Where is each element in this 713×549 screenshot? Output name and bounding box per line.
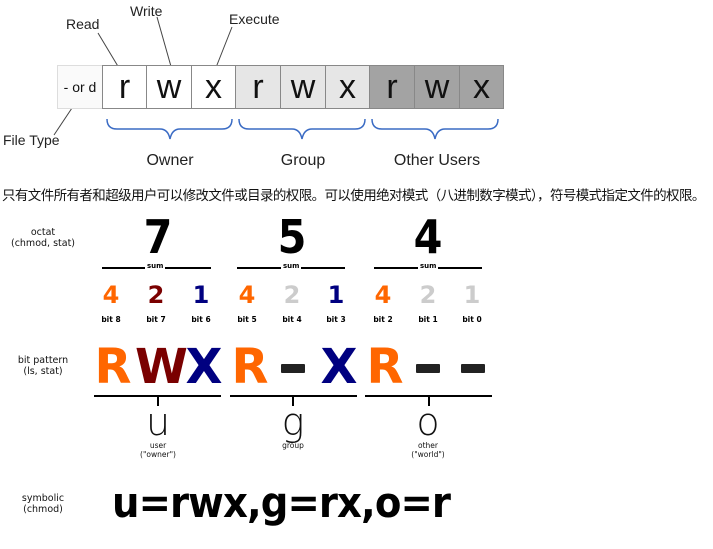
pattern-owner-r: R	[94, 339, 132, 395]
group-bracket-tick	[292, 396, 294, 406]
class-desc-group: group	[282, 441, 304, 450]
execute-callout: Execute	[229, 11, 280, 27]
bit-1-value: 2	[419, 281, 437, 309]
file-type-callout: File Type	[3, 132, 60, 148]
pattern-other-r: R	[366, 339, 404, 395]
class-letter-o: o	[416, 400, 440, 444]
bit-1-name: bit 1	[418, 315, 438, 324]
bit-7-value: 2	[147, 281, 165, 309]
bit-4-name: bit 4	[282, 315, 302, 324]
octal-digit-owner: 7	[143, 210, 173, 264]
pattern-group-r: R	[231, 339, 269, 395]
pattern-owner-x: X	[185, 339, 223, 395]
owner-bracket-tick	[157, 396, 159, 406]
bit-8-value: 4	[102, 281, 120, 309]
sum-label-other: sum	[418, 262, 439, 270]
symbolic-value: u=rwx,g=rx,o=r	[112, 478, 451, 527]
bit-pattern-label: bit pattern (ls, stat)	[17, 355, 69, 377]
bit-5-name: bit 5	[237, 315, 257, 324]
other-users-label: Other Users	[393, 152, 481, 169]
bit-6-name: bit 6	[191, 315, 211, 324]
class-letter-g: g	[281, 400, 305, 444]
group-read-cell: r	[235, 65, 281, 109]
file-type-cell: - or d	[57, 65, 103, 109]
bit-0-value: 1	[463, 281, 481, 309]
pattern-owner-w: W	[135, 339, 188, 395]
permission-note: 只有文件所有者和超级用户可以修改文件或目录的权限。可以使用绝对模式（八进制数字模…	[2, 188, 705, 204]
bit-6-value: 1	[192, 281, 210, 309]
owner-brace	[106, 118, 233, 140]
owner-label: Owner	[146, 152, 194, 169]
bit-4-value: 2	[283, 281, 301, 309]
octal-digit-group: 5	[277, 210, 307, 264]
callout-lines	[53, 16, 499, 140]
class-letter-u: u	[145, 400, 171, 444]
class-desc-other: other ("world")	[411, 441, 445, 459]
pattern-group-x: X	[320, 339, 358, 395]
other-bracket-tick	[428, 396, 430, 406]
other-execute-cell: x	[459, 65, 504, 109]
sum-label-group: sum	[281, 262, 302, 270]
bit-3-name: bit 3	[326, 315, 346, 324]
owner-read-cell: r	[102, 65, 147, 109]
bit-2-name: bit 2	[373, 315, 393, 324]
bit-5-value: 4	[238, 281, 256, 309]
bit-7-name: bit 7	[146, 315, 166, 324]
owner-execute-cell: x	[191, 65, 236, 109]
group-label: Group	[280, 152, 326, 169]
pattern-group-w-dash	[281, 364, 305, 373]
group-write-cell: w	[280, 65, 326, 109]
class-desc-user: user ("owner")	[140, 441, 176, 459]
bit-8-name: bit 8	[101, 315, 121, 324]
symbolic-label: symbolic (chmod)	[21, 493, 65, 515]
other-read-cell: r	[369, 65, 415, 109]
pattern-other-x-dash	[461, 364, 485, 373]
octal-label: octat (chmod, stat)	[10, 227, 75, 249]
bit-0-name: bit 0	[462, 315, 482, 324]
group-execute-cell: x	[325, 65, 370, 109]
group-brace	[238, 118, 366, 140]
bit-2-value: 4	[374, 281, 392, 309]
octal-digit-other: 4	[413, 210, 443, 264]
owner-write-cell: w	[146, 65, 192, 109]
read-callout: Read	[66, 16, 100, 32]
other-write-cell: w	[414, 65, 460, 109]
bit-3-value: 1	[327, 281, 345, 309]
other-brace	[371, 118, 499, 140]
pattern-other-w-dash	[416, 364, 440, 373]
write-callout: Write	[130, 3, 163, 19]
sum-label-owner: sum	[145, 262, 166, 270]
